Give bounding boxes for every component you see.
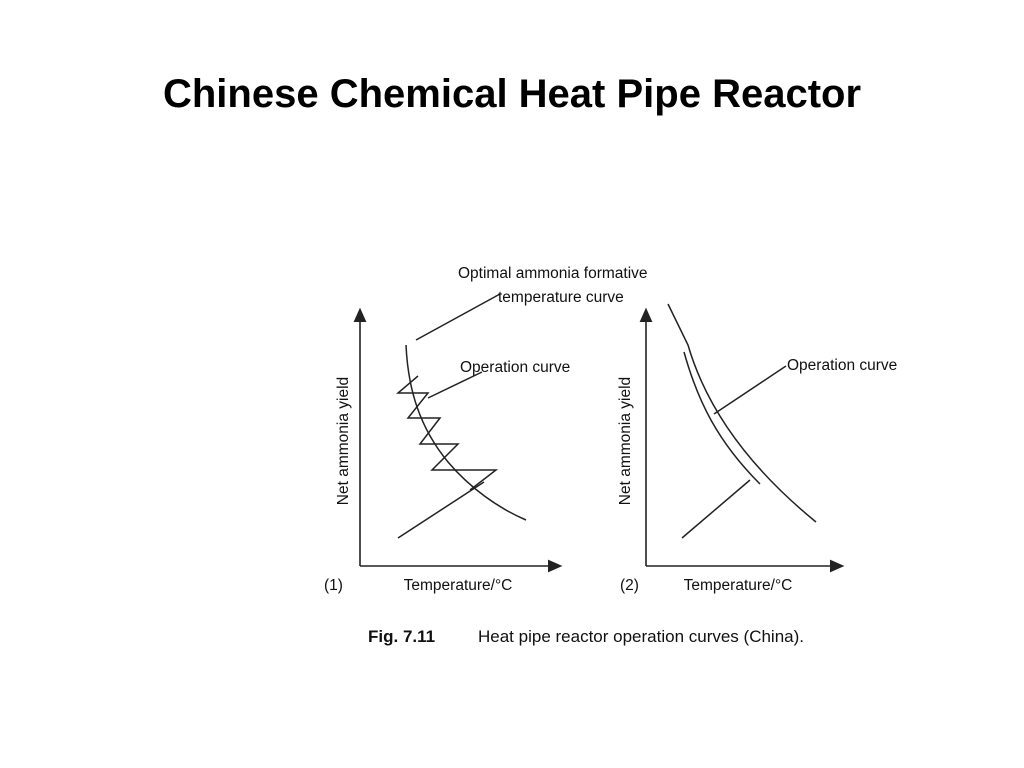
panel-1-x-axis-label: Temperature/°C (404, 577, 513, 594)
optimal-curve-label-line2: temperature curve (498, 289, 624, 306)
panel-2-x-axis-label: Temperature/°C (684, 577, 793, 594)
panel-1-optimal-temperature-curve (405, 344, 527, 521)
panel-2-y-axis-label: Net ammonia yield (617, 377, 634, 505)
panel-2-number: (2) (620, 577, 639, 594)
panel-2: Net ammonia yield Temperature/°C (2) Ope… (617, 303, 897, 594)
panel-1-operation-curve-zigzag (395, 375, 499, 491)
panel-1-number: (1) (324, 577, 343, 594)
optimal-curve-label-line1: Optimal ammonia formative (458, 265, 648, 282)
panel-2-operation-curve-label: Operation curve (787, 357, 897, 374)
slide-title: Chinese Chemical Heat Pipe Reactor (162, 72, 862, 116)
panel-2-leader-line-operation (713, 365, 787, 415)
panel-1-leader-line-lower (397, 481, 485, 539)
panel-1: Net ammonia yield Temperature/°C (1) Ope… (324, 293, 570, 594)
panel-1-y-axis-label: Net ammonia yield (335, 377, 352, 505)
panel-1-leader-line-optimal (415, 293, 501, 341)
panel-1-leader-line-operation (427, 371, 483, 399)
figure-caption-text: Heat pipe reactor operation curves (Chin… (478, 627, 804, 646)
panel-2-optimal-temperature-curve (667, 303, 817, 523)
panel-2-operation-curve (683, 351, 761, 485)
figure-caption-number: Fig. 7.11 (368, 627, 435, 646)
panel-1-operation-curve-label: Operation curve (460, 359, 570, 376)
panel-2-leader-line-lower (681, 479, 751, 539)
